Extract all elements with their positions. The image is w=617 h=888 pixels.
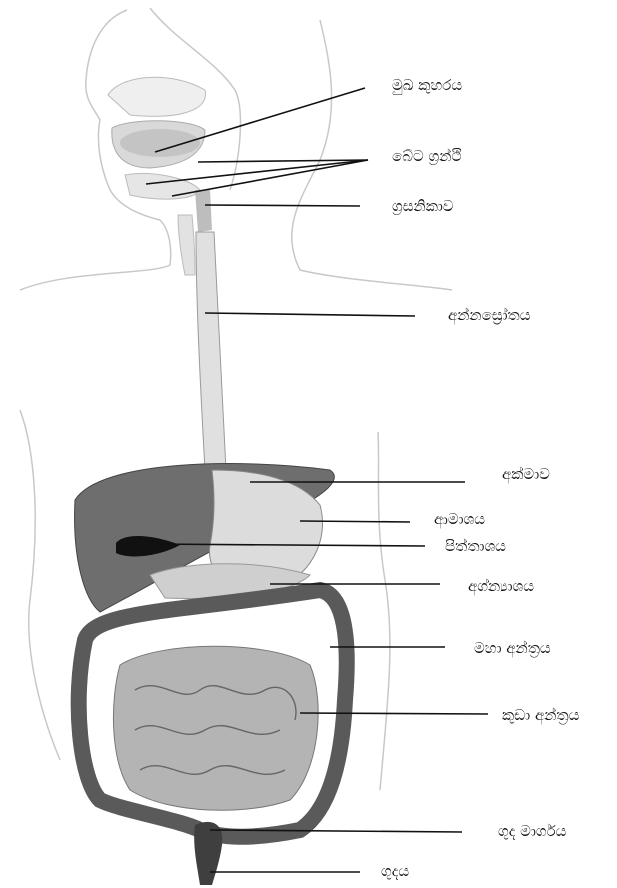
salivary-gland-shape [125,173,200,199]
pharynx-shape [195,190,212,232]
leader-line-stomach [300,521,410,522]
torso-right-outline [378,432,390,790]
label-large-intestine: මහා අන්ත්‍රය [474,639,551,657]
label-pharynx: ග්‍රසනිකාව [392,197,454,215]
nasal-cavity-shape [108,77,206,116]
label-liver: අක්මාව [502,465,550,483]
label-salivary-glands: බේට ග්‍රන්ථි [392,147,462,165]
leader-line-oesophagus [205,313,415,316]
label-stomach: ආමාශය [434,510,485,528]
label-small-intestine: කුඩා අන්ත්‍රය [502,706,579,724]
label-pancreas: අග්න්‍යාශය [468,577,534,595]
leader-line-pharynx [205,205,360,206]
tongue-shape [120,129,200,157]
leader-line-salivary-glands-1 [198,160,368,162]
oesophagus-shape [196,232,226,470]
label-anus: ගුදය [381,862,409,880]
small-intestine-shape [113,646,318,810]
torso-left-outline [20,410,60,760]
leader-line-small-intestine [300,713,488,714]
trachea-shape [178,215,195,275]
label-oesophagus: අන්නස්‍රෝතය [448,306,531,324]
rectum-shape [194,822,222,885]
label-gall-bladder: පිත්තාශය [445,537,506,555]
label-mouth-cavity: මුඛ කුහරය [392,76,462,94]
label-rectum: ගුද මාර්ගය [498,822,566,840]
